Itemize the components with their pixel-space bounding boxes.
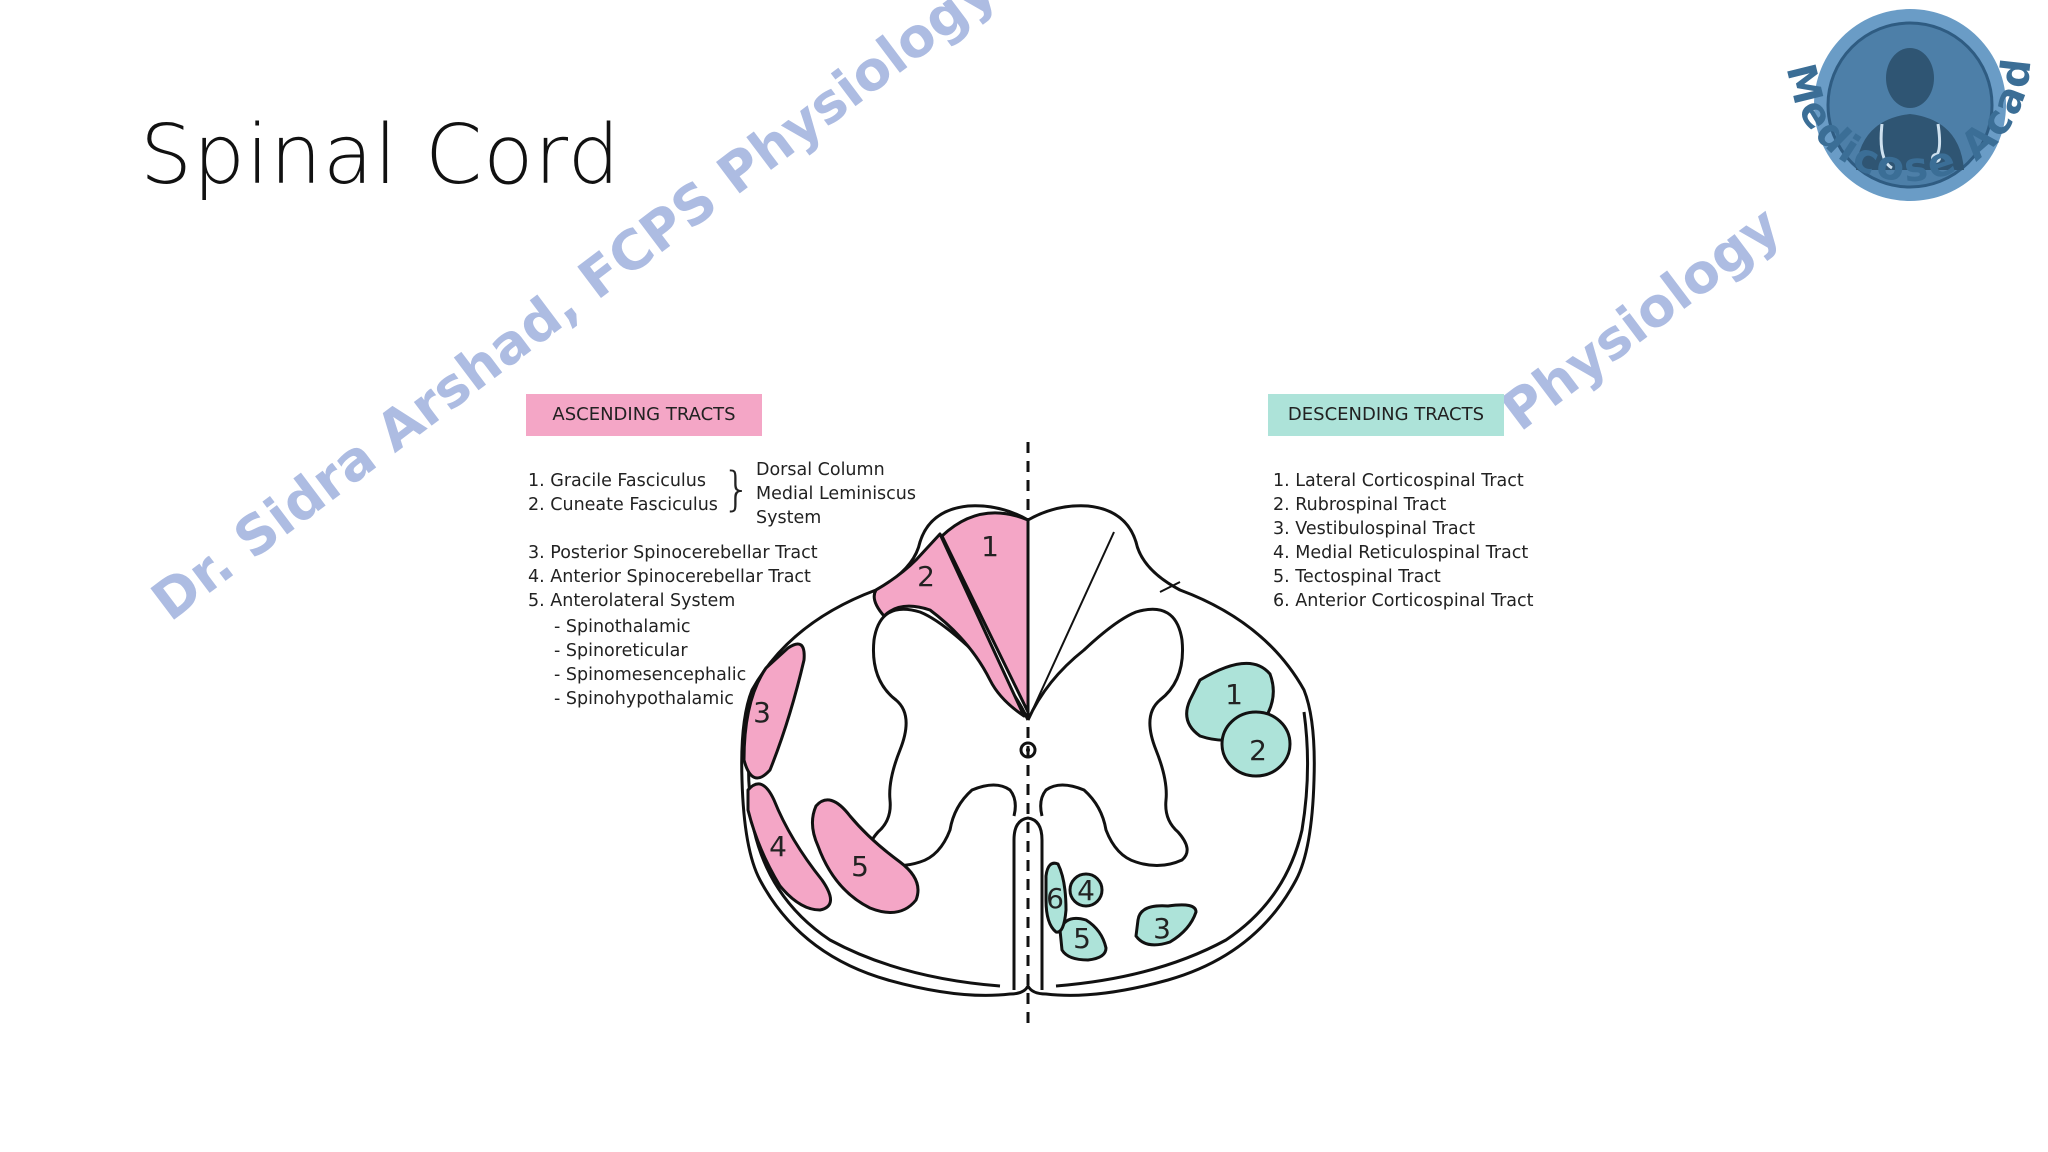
ascending-list-group1: 1. Gracile Fasciculus 2. Cuneate Fascicu… [528, 469, 718, 517]
ascending-list-group2: 3. Posterior Spinocerebellar Tract 4. An… [528, 541, 818, 711]
desc-label-3: 3 [1153, 912, 1171, 945]
desc-label-1: 1 [1225, 678, 1243, 711]
list-item: System [756, 508, 822, 528]
list-subitem: - Spinoreticular [554, 641, 688, 661]
slide-title: Spinal Cord [140, 108, 621, 203]
dorsal-column-label: Dorsal Column Medial Leminiscus System [756, 458, 916, 530]
list-subitem: - Spinothalamic [554, 617, 691, 637]
list-subitem: - Spinohypothalamic [554, 689, 734, 709]
brace-symbol: } [722, 462, 752, 516]
asc-tract-2-cuneate [872, 532, 1026, 718]
descending-tracts-header: DESCENDING TRACTS [1268, 394, 1504, 436]
asc-label-1: 1 [981, 530, 999, 563]
desc-label-5: 5 [1073, 922, 1091, 955]
desc-tract-2-rubrospinal [1220, 710, 1292, 778]
descending-list: 1. Lateral Corticospinal Tract 2. Rubros… [1273, 469, 1534, 613]
list-subitem: - Spinomesencephalic [554, 665, 747, 685]
list-item: 4. Anterior Spinocerebellar Tract [528, 567, 811, 587]
asc-label-2: 2 [917, 560, 935, 593]
desc-label-4: 4 [1077, 874, 1095, 907]
cord-outline [740, 504, 1316, 997]
desc-tract-4-medial-reticulospinal [1068, 872, 1104, 908]
list-item: 2. Cuneate Fasciculus [528, 495, 718, 515]
desc-label-2: 2 [1249, 734, 1267, 767]
asc-label-5: 5 [851, 850, 869, 883]
list-item: 2. Rubrospinal Tract [1273, 495, 1447, 515]
desc-tract-6-ant-corticospinal [1044, 861, 1068, 934]
list-item: Dorsal Column [756, 460, 885, 480]
list-item: 4. Medial Reticulospinal Tract [1273, 543, 1529, 563]
asc-label-3: 3 [753, 696, 771, 729]
gray-matter-right [1026, 607, 1189, 867]
list-item: 5. Anterolateral System [528, 591, 736, 611]
list-item: 3. Posterior Spinocerebellar Tract [528, 543, 818, 563]
list-item: 1. Lateral Corticospinal Tract [1273, 471, 1524, 491]
list-item: 3. Vestibulospinal Tract [1273, 519, 1476, 539]
asc-tract-3-post-spinocerebellar [742, 642, 806, 780]
asc-tract-5-anterolateral [811, 798, 920, 914]
list-item: 5. Tectospinal Tract [1273, 567, 1441, 587]
anterior-fissure [1012, 816, 1044, 990]
desc-tract-3-vestibulospinal [1134, 903, 1198, 947]
cord-inner-outline [746, 711, 1001, 988]
asc-label-4: 4 [769, 830, 787, 863]
list-item: 1. Gracile Fasciculus [528, 471, 706, 491]
list-item: 6. Anterior Corticospinal Tract [1273, 591, 1534, 611]
asc-tract-4-ant-spinocerebellar [746, 782, 832, 912]
desc-tract-5-tectospinal [1058, 916, 1108, 962]
list-item: Medial Leminiscus [756, 484, 917, 504]
medicose-academics-logo: Medicose Academics [1760, 0, 2038, 201]
ascending-tracts-header: ASCENDING TRACTS [526, 394, 762, 436]
gray-matter-left [867, 607, 1030, 867]
desc-label-6: 6 [1046, 882, 1064, 915]
